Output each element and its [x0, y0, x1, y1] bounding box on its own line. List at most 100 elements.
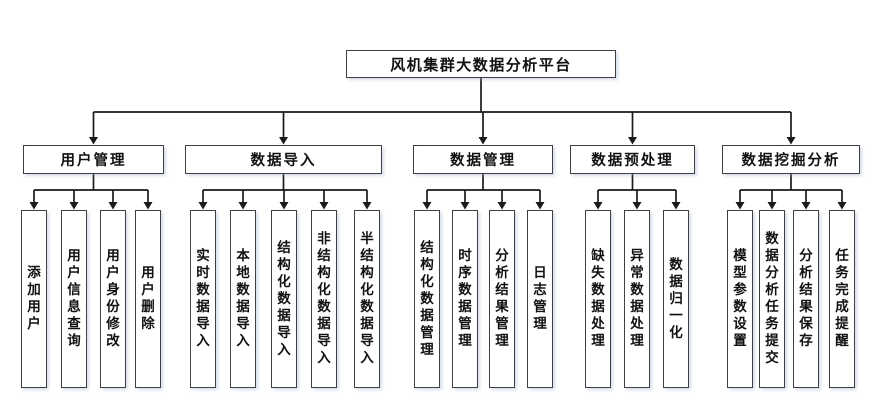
- leaf-node-char: 理: [495, 333, 509, 349]
- leaf-node-user-management-3: 用户身份修改: [100, 210, 126, 388]
- leaf-node-char: 化: [317, 282, 331, 298]
- leaf-node-data-import-1: 实时数据导入: [190, 210, 216, 388]
- leaf-node-data-import-5: 半结构化数据导入: [354, 210, 380, 388]
- leaf-node-char: 分: [799, 248, 813, 264]
- leaf-node-char: 存: [799, 333, 813, 349]
- leaf-node-char: 数: [317, 299, 331, 315]
- arrowhead-icon: [143, 202, 153, 210]
- arrowhead-icon: [422, 202, 432, 210]
- leaf-node-char: 一: [669, 307, 683, 324]
- leaf-node-char: 入: [236, 333, 250, 349]
- arrowhead-icon: [628, 137, 637, 145]
- leaf-node-char: 身: [106, 282, 120, 298]
- leaf-node-data-mining-analysis-3: 分析结果保存: [793, 210, 819, 388]
- group-node-data-management: 数据管理: [413, 145, 553, 174]
- leaf-node-char: 数: [360, 299, 374, 315]
- leaf-node-char: 化: [360, 282, 374, 298]
- leaf-node-char: 构: [360, 265, 374, 281]
- leaf-node-char: 理: [533, 316, 547, 332]
- leaf-node-char: 半: [360, 231, 374, 247]
- leaf-node-data-import-2: 本地数据导入: [230, 210, 256, 388]
- leaf-node-char: 任: [765, 299, 779, 315]
- leaf-node-char: 管: [420, 324, 434, 341]
- leaf-node-char: 数: [591, 282, 605, 298]
- leaf-node-char: 据: [236, 299, 250, 315]
- leaf-node-data-management-1: 结构化数据管理: [414, 210, 440, 388]
- leaf-node-char: 份: [106, 299, 120, 315]
- arrowhead-icon: [801, 202, 811, 210]
- leaf-node-char: 失: [591, 265, 605, 281]
- leaf-node-user-management-1: 添加用户: [21, 210, 47, 388]
- group-node-data-import: 数据导入: [185, 145, 382, 174]
- leaf-node-char: 用: [141, 265, 155, 281]
- leaf-node-char: 构: [317, 265, 331, 281]
- leaf-node-char: 管: [458, 316, 472, 332]
- leaf-node-char: 构: [277, 256, 291, 273]
- leaf-node-char: 导: [317, 333, 331, 349]
- arrowhead-icon: [786, 137, 796, 145]
- leaf-node-char: 用: [27, 299, 41, 315]
- leaf-node-char: 结: [277, 239, 291, 256]
- arrowhead-icon: [108, 202, 118, 210]
- leaf-node-char: 入: [360, 350, 374, 366]
- leaf-node-char: 据: [630, 299, 644, 315]
- leaf-node-data-preprocessing-1: 缺失数据处理: [585, 210, 611, 388]
- leaf-node-char: 缺: [591, 248, 605, 264]
- leaf-node-char: 询: [67, 333, 81, 349]
- leaf-node-data-preprocessing-2: 异常数据处理: [624, 210, 650, 388]
- leaf-node-char: 提: [835, 316, 849, 332]
- leaf-node-char: 用: [67, 248, 81, 264]
- leaf-node-char: 管: [495, 316, 509, 332]
- leaf-node-char: 息: [67, 299, 81, 315]
- leaf-node-data-mining-analysis-4: 任务完成提醒: [829, 210, 855, 388]
- leaf-node-char: 常: [630, 265, 644, 281]
- leaf-node-char: 据: [317, 316, 331, 332]
- leaf-node-data-mining-analysis-2: 数据分析任务提交: [759, 210, 785, 388]
- leaf-node-char: 据: [360, 316, 374, 332]
- leaf-node-char: 归: [669, 290, 683, 307]
- leaf-node-char: 保: [799, 316, 813, 332]
- leaf-node-data-management-4: 日志管理: [527, 210, 553, 388]
- leaf-node-char: 户: [27, 316, 41, 332]
- group-node-data-mining-analysis: 数据挖掘分析: [722, 145, 860, 174]
- leaf-node-data-management-3: 分析结果管理: [489, 210, 515, 388]
- leaf-node-char: 删: [141, 299, 155, 315]
- leaf-node-char: 化: [669, 324, 683, 341]
- leaf-node-char: 非: [317, 231, 331, 247]
- leaf-node-char: 理: [420, 341, 434, 358]
- leaf-node-char: 修: [106, 316, 120, 332]
- leaf-node-char: 分: [765, 265, 779, 281]
- leaf-node-char: 改: [106, 333, 120, 349]
- leaf-node-data-import-4: 非结构化数据导入: [311, 210, 337, 388]
- leaf-node-char: 数: [420, 290, 434, 307]
- leaf-node-char: 完: [835, 282, 849, 298]
- leaf-node-char: 成: [835, 299, 849, 315]
- leaf-node-data-import-3: 结构化数据导入: [271, 210, 297, 388]
- arrowhead-icon: [279, 202, 289, 210]
- leaf-node-char: 参: [733, 282, 747, 298]
- leaf-node-char: 据: [669, 273, 683, 290]
- arrowhead-icon: [362, 202, 372, 210]
- leaf-node-char: 结: [799, 282, 813, 298]
- arrowhead-icon: [238, 202, 248, 210]
- arrowhead-icon: [69, 202, 79, 210]
- arrowhead-icon: [671, 202, 681, 210]
- leaf-node-data-preprocessing-3: 数据归一化: [663, 210, 689, 388]
- leaf-node-char: 构: [420, 256, 434, 273]
- leaf-node-char: 日: [533, 265, 547, 281]
- leaf-node-char: 数: [196, 282, 210, 298]
- arrowhead-icon: [198, 202, 208, 210]
- leaf-node-char: 化: [420, 273, 434, 290]
- arrowhead-icon: [319, 202, 329, 210]
- leaf-node-char: 型: [733, 265, 747, 281]
- leaf-node-char: 查: [67, 316, 81, 332]
- leaf-node-user-management-4: 用户删除: [135, 210, 161, 388]
- leaf-node-char: 导: [236, 316, 250, 332]
- arrowhead-icon: [279, 137, 288, 145]
- leaf-node-char: 析: [799, 265, 813, 281]
- leaf-node-char: 地: [236, 265, 250, 281]
- arrowhead-icon: [767, 202, 777, 210]
- leaf-node-char: 户: [67, 265, 81, 281]
- leaf-node-char: 任: [835, 248, 849, 264]
